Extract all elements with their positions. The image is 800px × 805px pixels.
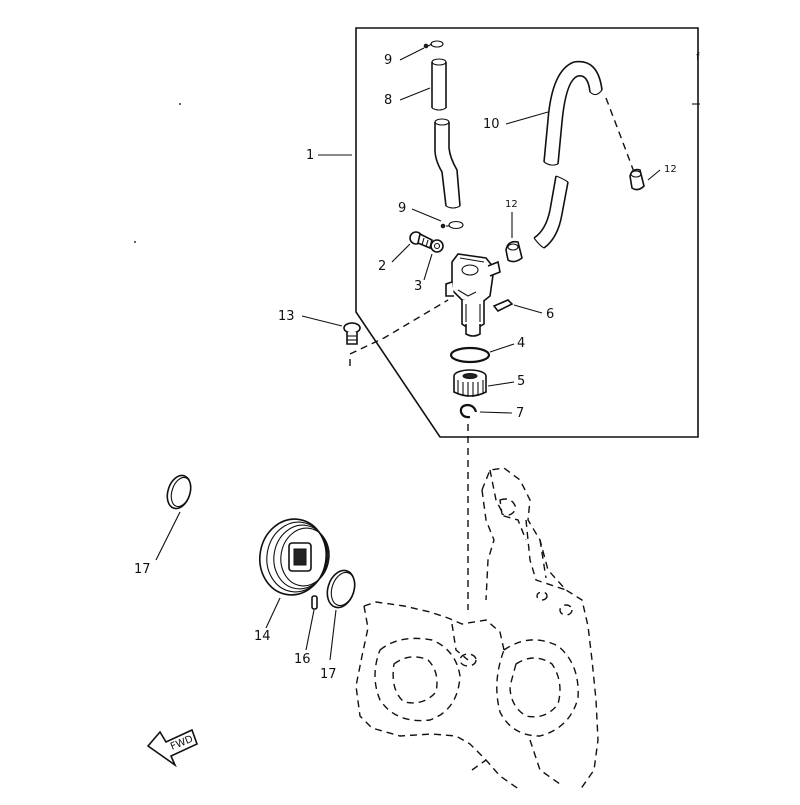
part-6-pin [492,299,514,313]
callout-14: 14 [254,629,271,644]
leader-6 [513,304,543,314]
part-12-cap-pump [505,240,523,263]
callout-1: 1 [306,148,314,163]
callout-17-lower: 17 [320,667,337,682]
part-9-clip-lower [440,220,464,230]
speck [179,103,181,105]
leader-17b [329,609,337,661]
callout-2: 2 [378,259,386,274]
callout-3: 3 [414,279,422,294]
leader-8 [399,87,431,101]
leader-16 [305,609,315,651]
leader-7 [479,411,513,414]
leader-9a [399,47,425,61]
part-14-gear [259,518,330,596]
callout-10: 10 [483,117,500,132]
leader-10-to-12 [605,97,635,173]
part-10-hose [533,60,603,249]
part-4-o-ring [449,346,491,364]
callout-12-pump: 12 [505,199,518,210]
callout-6: 6 [546,307,554,322]
assembly-boundary [355,27,699,438]
part-8-hose-lower [434,118,461,209]
fwd-arrow-icon: FWD [146,728,198,768]
part-5-gear [453,369,487,397]
leader-9b [411,208,442,222]
part-12-cap-right [629,168,645,191]
part-8-hose [431,58,447,111]
part-3-washer [430,239,444,253]
speck [134,241,136,243]
leader-2 [391,243,411,263]
leader-10 [505,111,549,125]
edge-mark: f [696,52,700,63]
leader-13-to-pump [349,299,449,366]
callout-12-right: 12 [664,164,677,175]
callout-17-upper: 17 [134,562,151,577]
callout-9-lower: 9 [398,201,406,216]
leader-13 [301,315,343,327]
callout-16: 16 [294,652,311,667]
leader-17a [155,511,181,561]
callout-4: 4 [517,336,525,351]
leader-14 [265,597,281,629]
leader-4 [489,343,515,353]
part-2-bolt [409,231,433,250]
oil-pump-body [445,253,501,337]
part-13-screw [343,322,361,345]
callout-5: 5 [517,374,525,389]
part-16-pin [311,595,318,610]
part-7-circlip [459,403,478,419]
part-9-clip-top [423,40,444,49]
part-17-snap-ring-lower [326,569,356,609]
leader-12b [647,169,661,181]
leader-3 [423,253,433,281]
callout-8: 8 [384,93,392,108]
engine-crankcase [355,467,599,791]
leader-5 [487,381,515,387]
part-17-snap-ring-upper [166,474,192,510]
callout-7: 7 [516,406,524,421]
callout-9-top: 9 [384,53,392,68]
callout-13: 13 [278,309,295,324]
